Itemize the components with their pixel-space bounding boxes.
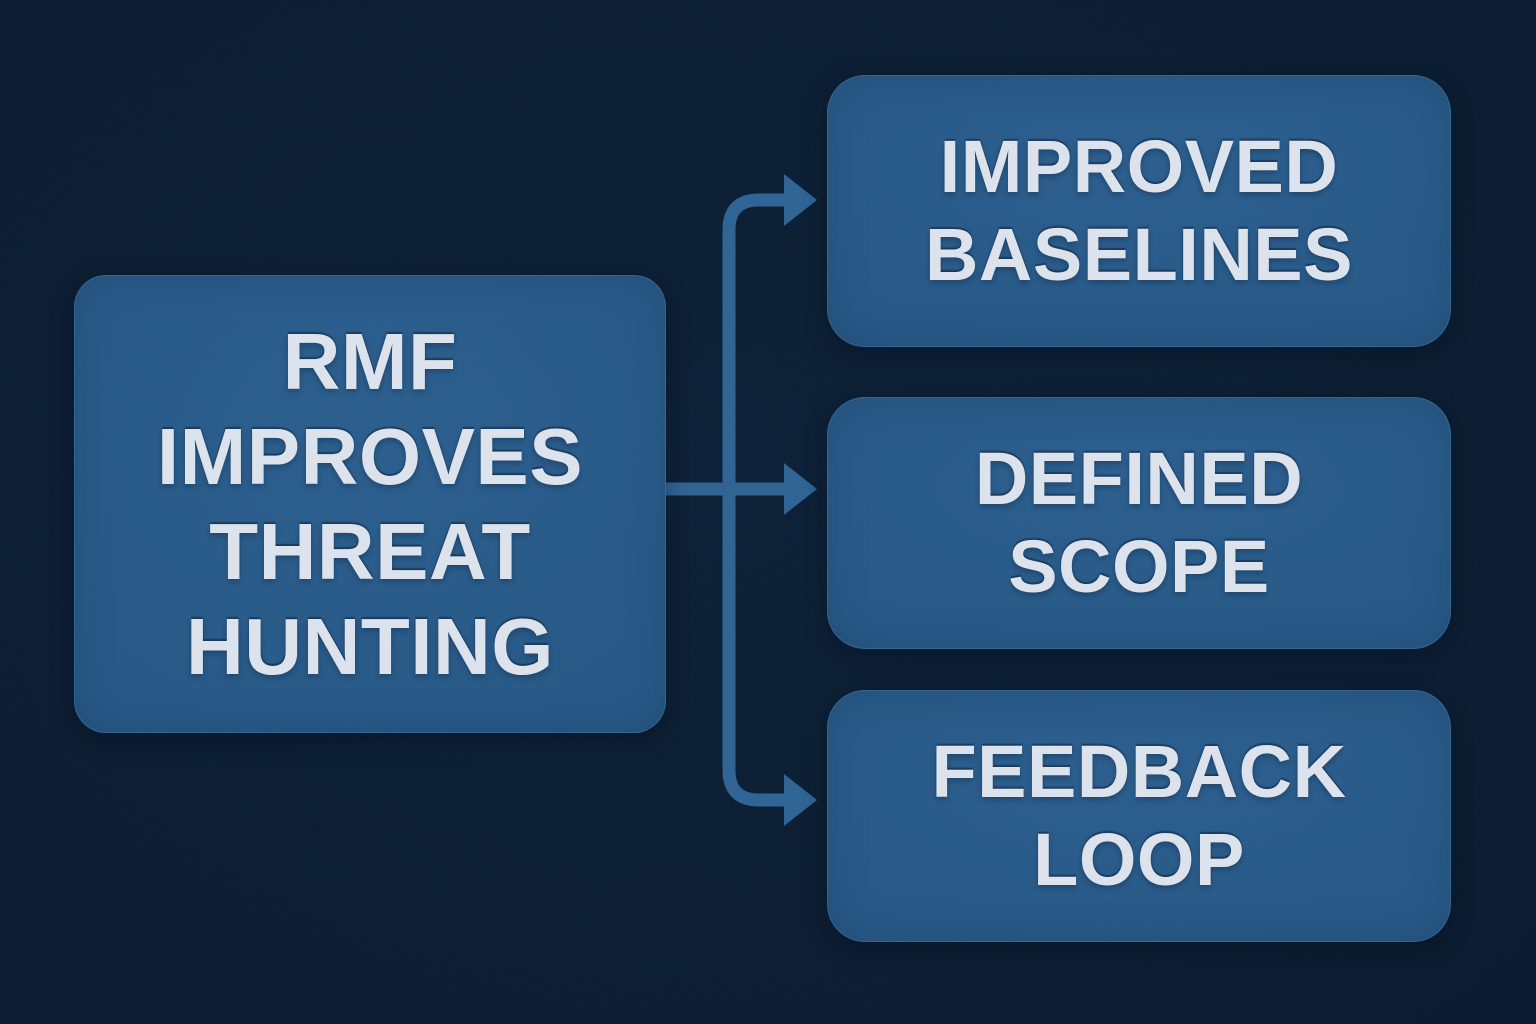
child-node-label-line: LOOP: [1033, 818, 1245, 901]
main-node-label-line: THREAT: [209, 507, 531, 596]
main-node-label-line: IMPROVES: [156, 412, 584, 501]
arrowhead-bottom-icon: [784, 774, 817, 826]
arrowhead-middle-icon: [784, 463, 817, 515]
child-node-label-line: BASELINES: [924, 213, 1353, 296]
arrowhead-top-icon: [784, 174, 817, 226]
child-node-label-line: DEFINED: [974, 437, 1304, 520]
main-node-label-line: RMF: [282, 317, 458, 406]
main-node: RMF IMPROVES THREAT HUNTING: [74, 275, 666, 733]
child-node-improved-baselines: IMPROVED BASELINES: [827, 75, 1451, 347]
child-node-defined-scope: DEFINED SCOPE: [827, 397, 1451, 649]
child-node-label-line: SCOPE: [1008, 525, 1270, 608]
child-node-label-line: FEEDBACK: [931, 730, 1347, 813]
main-node-label-line: HUNTING: [186, 602, 554, 691]
child-node-label-line: IMPROVED: [939, 125, 1339, 208]
arrow-line-branches: [722, 193, 786, 807]
child-node-feedback-loop: FEEDBACK LOOP: [827, 690, 1451, 942]
